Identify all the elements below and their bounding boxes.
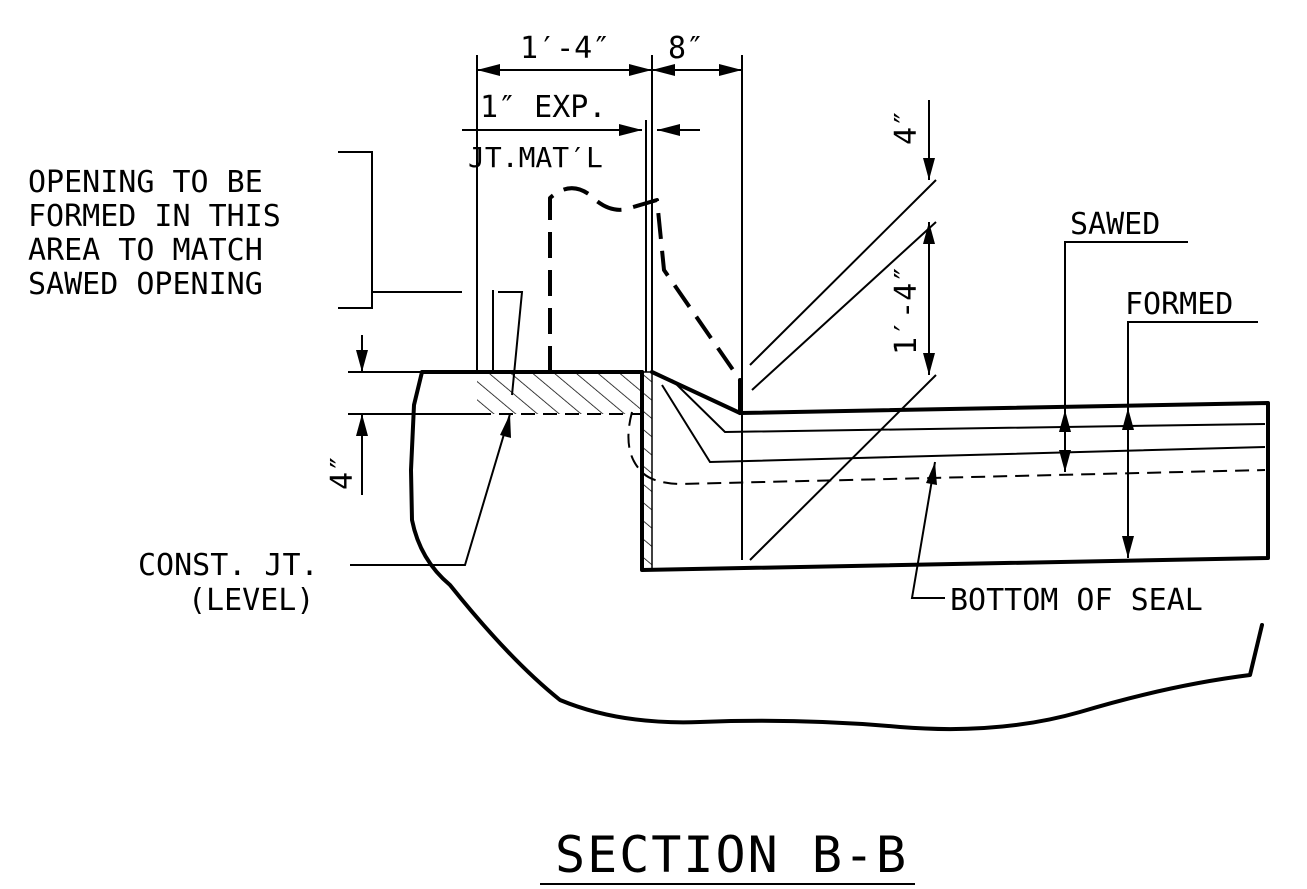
sawed-leader xyxy=(1064,241,1188,472)
formed-label: FORMED xyxy=(1125,287,1233,322)
arrow xyxy=(500,414,511,438)
skew-ext-2 xyxy=(751,221,937,391)
arrow xyxy=(629,64,652,76)
arrow xyxy=(1122,408,1134,430)
expansion-joint-strip xyxy=(641,371,653,571)
skew-ext-1 xyxy=(749,179,937,366)
formed-seal-dashed xyxy=(627,411,1266,486)
bottom-seal-label: BOTTOM OF SEAL xyxy=(950,583,1203,618)
arrow xyxy=(923,158,935,180)
arrow xyxy=(356,414,368,436)
wall-block xyxy=(640,370,1270,572)
opening-line-3: AREA TO MATCH xyxy=(28,233,263,268)
const-joint-hatch xyxy=(477,372,642,414)
arrow xyxy=(477,64,500,76)
arrow xyxy=(923,353,935,375)
dim-right-large: 1′-4″ xyxy=(889,265,924,355)
opening-line-1: OPENING TO BE xyxy=(28,165,263,200)
exp-label-2: JT.MAT′L xyxy=(468,141,603,174)
dim-right-small: 4″ xyxy=(889,109,924,145)
seal-profile xyxy=(661,379,1266,464)
const-jt-line-1: CONST. JT. xyxy=(138,548,319,583)
const-jt-leader xyxy=(350,413,511,566)
dim-left-label: 4″ xyxy=(325,454,360,490)
arrow xyxy=(923,222,935,244)
exp-label-1: 1″ EXP. xyxy=(480,90,606,125)
dim-top-right: 8″ xyxy=(668,31,704,66)
arrow xyxy=(356,350,368,372)
top-slope xyxy=(650,370,742,415)
arrow xyxy=(652,64,675,76)
sawed-label: SAWED xyxy=(1070,207,1160,242)
skew-ext-3 xyxy=(749,374,937,561)
arrow xyxy=(619,124,642,136)
section-title: SECTION B-B xyxy=(555,826,908,884)
formed-leader xyxy=(1127,321,1258,558)
opening-curl xyxy=(498,291,524,396)
arrow xyxy=(926,462,937,485)
bottom-seal-leader xyxy=(910,461,945,599)
opening-line-2: FORMED IN THIS xyxy=(28,199,281,234)
opening-line-4: SAWED OPENING xyxy=(28,267,263,302)
arrow xyxy=(1122,536,1134,558)
arrow xyxy=(1059,410,1071,432)
arrow xyxy=(719,64,742,76)
dim-top-left: 1′-4″ xyxy=(520,31,610,66)
arrow xyxy=(657,124,680,136)
opening-bracket xyxy=(338,151,373,309)
const-jt-line-2: (LEVEL) xyxy=(188,583,314,618)
arrow xyxy=(1059,450,1071,472)
